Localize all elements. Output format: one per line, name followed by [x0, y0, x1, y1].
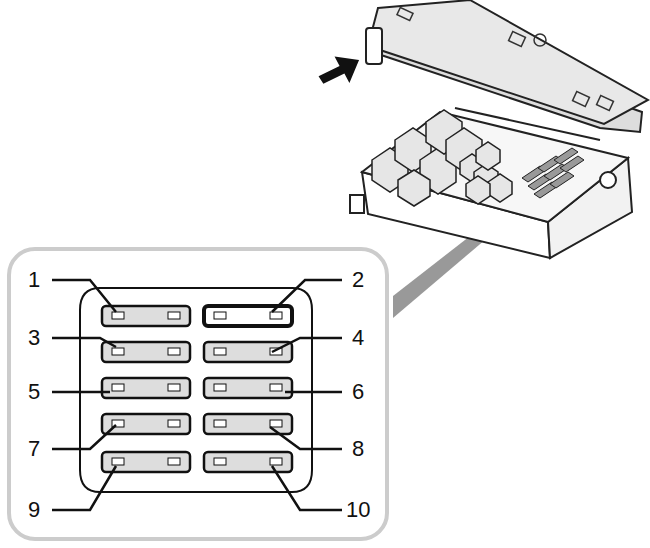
fuse: [204, 414, 292, 434]
fuse-terminal: [270, 384, 282, 391]
leader-lines: [52, 280, 342, 510]
box-top: [362, 112, 628, 222]
fuse: [204, 452, 292, 472]
fuse-terminal: [270, 458, 282, 465]
fuse-terminal: [214, 384, 226, 391]
fuse-terminal: [112, 348, 124, 355]
fuse: [102, 414, 190, 434]
inset-panel: [9, 249, 387, 539]
fuse-terminal: [214, 312, 226, 319]
fuse-terminal: [270, 312, 282, 319]
callout-number: 4: [352, 327, 364, 349]
latch-arrow: [317, 54, 362, 86]
fuse-block-small: [522, 148, 584, 198]
lid: [368, 0, 648, 124]
relays: [372, 110, 512, 206]
fuse-block-outline: [80, 288, 312, 492]
fuse: [204, 378, 292, 398]
fuse: [102, 342, 190, 362]
fuse: [204, 306, 292, 326]
fuse-terminal: [112, 312, 124, 319]
fuse-terminal: [168, 312, 180, 319]
callout-number: 3: [28, 327, 40, 349]
fuses: [102, 306, 292, 472]
fuse-terminal: [214, 458, 226, 465]
fuse-terminal: [168, 348, 180, 355]
callout-number: 10: [346, 499, 370, 521]
fuse: [102, 306, 190, 326]
callout-number: 5: [28, 381, 40, 403]
callout-number: 6: [352, 381, 364, 403]
callout-number: 2: [352, 269, 364, 291]
callout-number: 1: [28, 269, 40, 291]
callout-number: 7: [28, 438, 40, 460]
fuse-terminal: [168, 420, 180, 427]
fuse: [204, 342, 292, 362]
fuse-terminal: [112, 458, 124, 465]
lid-latch: [366, 28, 382, 64]
fuse-terminal: [214, 348, 226, 355]
lid-symbols: [397, 7, 613, 110]
callout-number: 8: [352, 438, 364, 460]
fuse-terminal: [112, 384, 124, 391]
fuse-terminal: [270, 420, 282, 427]
box-clip: [350, 195, 364, 213]
fuse-terminal: [214, 420, 226, 427]
fuse: [102, 378, 190, 398]
box-clip: [600, 172, 616, 188]
fuse-terminal: [168, 458, 180, 465]
fuse-terminal: [168, 384, 180, 391]
callout-number: 9: [28, 499, 40, 521]
